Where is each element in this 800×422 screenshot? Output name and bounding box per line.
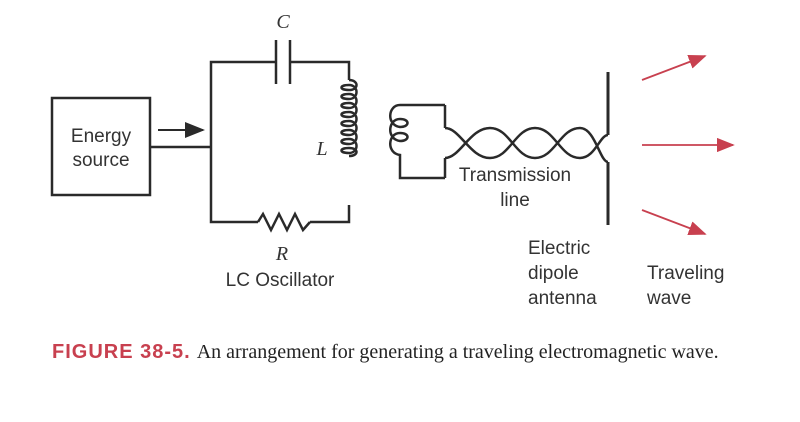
- capacitor-label: C: [276, 11, 290, 33]
- wave-label-1: Traveling: [647, 263, 724, 284]
- resistor-symbol: [256, 211, 311, 233]
- wave-arrow-up: [641, 55, 707, 81]
- energy-source-label-2: source: [72, 150, 129, 171]
- inductor-label: L: [315, 138, 327, 160]
- wave-label-2: wave: [646, 288, 691, 309]
- secondary-coil: [389, 103, 447, 180]
- inductor-coil: [340, 78, 358, 158]
- capacitor-symbol: [274, 40, 292, 84]
- energy-source-label-1: Energy: [71, 126, 132, 147]
- oscillator-label: LC Oscillator: [226, 270, 335, 291]
- figure-caption: FIGURE 38-5.An arrangement for generatin…: [52, 338, 752, 367]
- antenna-label-1: Electric: [528, 238, 590, 259]
- figure-number: FIGURE 38-5.: [52, 341, 191, 363]
- transmission-line-label-1: Transmission: [459, 165, 571, 186]
- wave-arrow-down: [641, 209, 707, 235]
- transmission-line-label-2: line: [500, 190, 530, 211]
- oscillator-wires: [209, 60, 351, 224]
- caption-text: An arrangement for generating a travelin…: [196, 341, 719, 363]
- transmission-line: [444, 126, 609, 164]
- antenna-label-3: antenna: [528, 288, 597, 309]
- antenna-label-2: dipole: [528, 263, 579, 284]
- resistor-label: R: [275, 243, 288, 265]
